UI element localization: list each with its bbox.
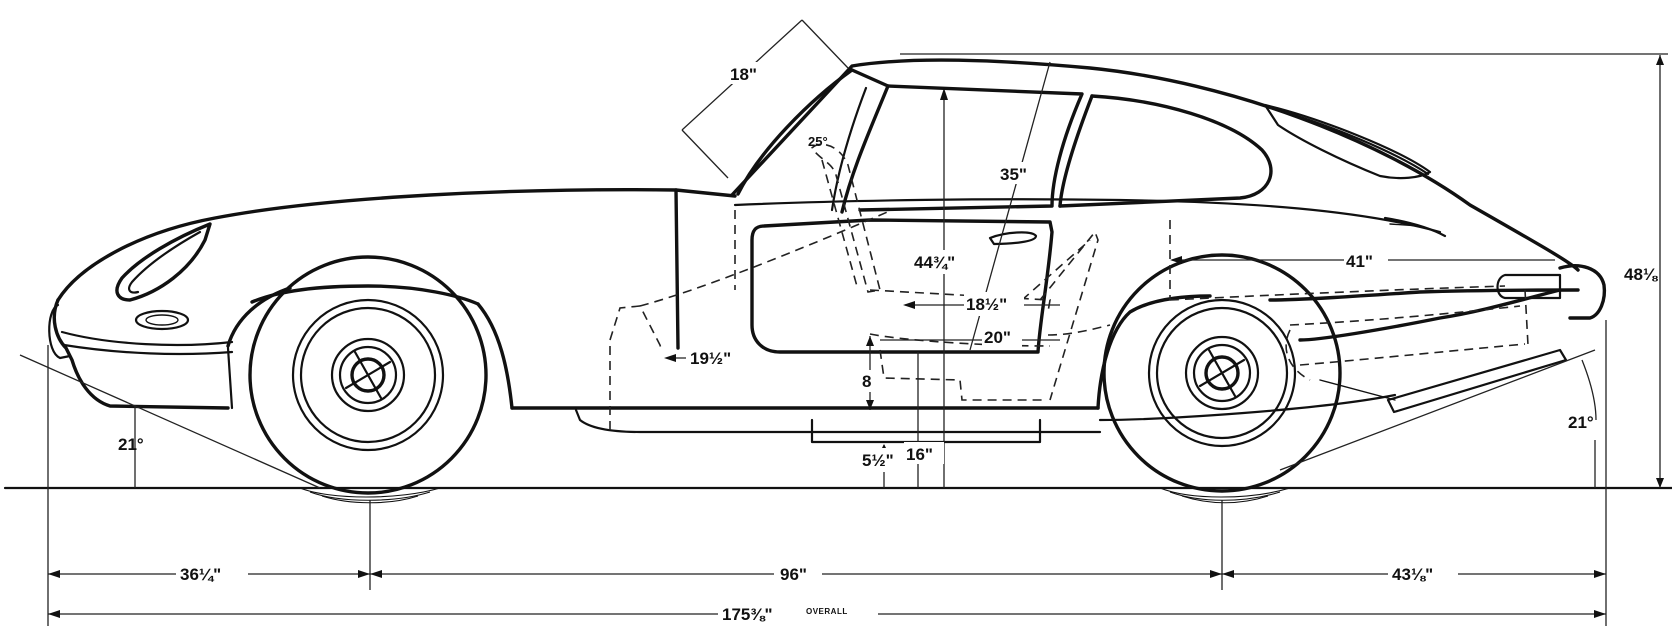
label-interior-height: 44¾" — [914, 253, 955, 272]
label-front-overhang: 36¼" — [180, 565, 221, 584]
label-ground-clearance: 16" — [906, 445, 933, 464]
label-roof-diagonal: 35" — [1000, 165, 1027, 184]
label-cargo-length: 41" — [1346, 252, 1373, 271]
dimension-lines — [19, 19, 1668, 626]
label-seat-height: 8 — [862, 372, 871, 391]
label-wheelbase: 96" — [780, 565, 807, 584]
label-pedal-reach: 19½" — [690, 349, 731, 368]
label-overall-suffix: OVERALL — [806, 607, 848, 616]
dimension-labels: 18" 25° 35" 44¾" 41" 48⅛ 18½" 20" 19½" 8… — [118, 62, 1659, 624]
label-overall-height: 48⅛ — [1624, 265, 1659, 284]
front-wheel — [248, 255, 488, 495]
label-rear-overhang: 43⅛" — [1392, 565, 1433, 584]
label-approach-angle: 21° — [118, 435, 144, 454]
rear-wheel — [1102, 253, 1342, 493]
interior-dashed-lines — [609, 143, 1529, 430]
label-floor-clearance: 5½" — [862, 451, 894, 470]
label-departure-angle: 21° — [1568, 413, 1594, 432]
label-legroom: 20" — [984, 328, 1011, 347]
label-overall-length: 175⅜" — [722, 605, 773, 624]
label-seat-back-angle: 25° — [808, 134, 828, 149]
label-seat-depth: 18½" — [966, 295, 1007, 314]
tyre-shadows — [299, 487, 1291, 504]
label-windshield: 18" — [730, 65, 757, 84]
